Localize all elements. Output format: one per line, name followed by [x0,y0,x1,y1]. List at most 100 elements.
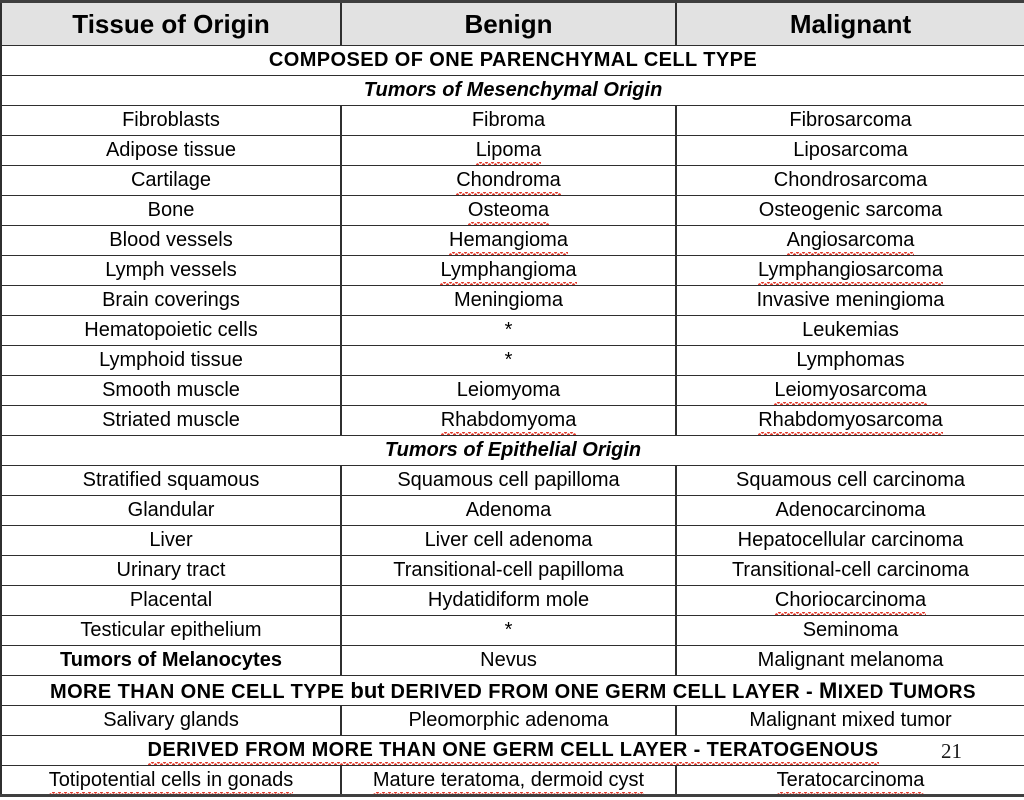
section-banner-mixed-tumors: MORE THAN ONE CELL TYPE but DERIVED FROM… [0,675,1024,706]
spellcheck-underline: Angiosarcoma [786,229,915,255]
table-row: Striated muscle Rhabdomyoma Rhabdomyosar… [0,405,1024,436]
cell-origin: Smooth muscle [0,375,342,406]
cell-malignant: Adenocarcinoma [675,495,1024,526]
cell-benign: Liver cell adenoma [340,525,677,556]
cell-malignant: Osteogenic sarcoma [675,195,1024,226]
cell-origin: Bone [0,195,342,226]
table-row: Blood vessels Hemangioma Angiosarcoma [0,225,1024,256]
slide-number: 21 [941,739,962,763]
section-banner-row-epithelial: Tumors of Epithelial Origin [0,435,1024,466]
cell-origin: Blood vessels [0,225,342,256]
banner-but-word: but [350,677,385,703]
cell-benign: Osteoma [340,195,677,226]
spellcheck-underline: Hemangioma [449,229,568,255]
cell-benign: * [340,315,677,346]
section-banner-epithelial: Tumors of Epithelial Origin [0,435,1024,466]
cell-origin: Fibroblasts [0,105,342,136]
banner-tumors-initial: T [889,677,904,703]
cell-origin: Glandular [0,495,342,526]
cell-malignant: Malignant melanoma [675,645,1024,676]
section-banner-parenchymal: COMPOSED OF ONE PARENCHYMAL CELL TYPE [0,45,1024,76]
table-row: Totipotential cells in gonads Mature ter… [0,765,1024,796]
cell-malignant: Lymphomas [675,345,1024,376]
cell-origin: Striated muscle [0,405,342,436]
section-banner-teratogenous: DERIVED FROM MORE THAN ONE GERM CELL LAY… [0,735,1024,766]
cell-malignant: Liposarcoma [675,135,1024,166]
section-banner-row-teratogenous: DERIVED FROM MORE THAN ONE GERM CELL LAY… [0,735,1024,766]
cell-malignant: Leukemias [675,315,1024,346]
cell-benign: Nevus [340,645,677,676]
cell-malignant: Teratocarcinoma [675,765,1024,796]
spellcheck-underline: Totipotential cells in gonads [48,768,294,795]
banner-part-1: MORE THAN ONE CELL TYPE [50,680,351,703]
cell-benign: Pleomorphic adenoma [340,705,677,736]
table-row: Urinary tract Transitional-cell papillom… [0,555,1024,586]
column-header-malignant: Malignant [675,1,1024,46]
cell-benign: Meningioma [340,285,677,316]
column-header-benign: Benign [340,1,677,46]
table-row: Testicular epithelium * Seminoma [0,615,1024,646]
column-header-tissue-of-origin: Tissue of Origin [0,1,342,46]
table-row: Lymphoid tissue * Lymphomas [0,345,1024,376]
cell-malignant: Choriocarcinoma [675,585,1024,616]
cell-origin: Brain coverings [0,285,342,316]
cell-malignant: Invasive meningioma [675,285,1024,316]
cell-benign: Chondroma [340,165,677,196]
table-row: Smooth muscle Leiomyoma Leiomyosarcoma [0,375,1024,406]
cell-malignant: Seminoma [675,615,1024,646]
cell-origin: Adipose tissue [0,135,342,166]
table-row: Liver Liver cell adenoma Hepatocellular … [0,525,1024,556]
spellcheck-underline: Lymphangiosarcoma [758,259,943,285]
cell-benign: Lymphangioma [340,255,677,286]
cell-benign: Rhabdomyoma [340,405,677,436]
cell-origin: Totipotential cells in gonads [0,765,342,796]
spellcheck-underline: Lymphangioma [440,259,577,285]
cell-origin: Stratified squamous [0,465,342,496]
cell-origin: Tumors of Melanocytes [0,645,342,676]
cell-malignant: Chondrosarcoma [675,165,1024,196]
table-row: Adipose tissue Lipoma Liposarcoma [0,135,1024,166]
section-banner-mesenchymal: Tumors of Mesenchymal Origin [0,75,1024,106]
table-header-row: Tissue of Origin Benign Malignant [0,1,1024,46]
cell-origin: Cartilage [0,165,342,196]
banner-mixed-rest: IXED [837,681,890,703]
cell-malignant: Leiomyosarcoma [675,375,1024,406]
cell-malignant: Fibrosarcoma [675,105,1024,136]
cell-benign: Hemangioma [340,225,677,256]
spellcheck-underline: Lipoma [475,139,542,165]
spellcheck-underline: Choriocarcinoma [774,589,927,615]
table-row: Stratified squamous Squamous cell papill… [0,465,1024,496]
cell-benign: Fibroma [340,105,677,136]
cell-origin: Placental [0,585,342,616]
spellcheck-underline: Teratocarcinoma [776,768,925,795]
banner-mixed-initial: M [819,677,838,703]
section-banner-row-mixed-tumors: MORE THAN ONE CELL TYPE but DERIVED FROM… [0,675,1024,706]
table-row: Placental Hydatidiform mole Choriocarcin… [0,585,1024,616]
table-row: Lymph vessels Lymphangioma Lymphangiosar… [0,255,1024,286]
cell-benign: Hydatidiform mole [340,585,677,616]
table-row: Glandular Adenoma Adenocarcinoma [0,495,1024,526]
section-banner-row-parenchymal: COMPOSED OF ONE PARENCHYMAL CELL TYPE [0,45,1024,76]
table-row: Cartilage Chondroma Chondrosarcoma [0,165,1024,196]
cell-malignant: Hepatocellular carcinoma [675,525,1024,556]
spellcheck-underline: Rhabdomyoma [440,409,577,435]
cell-benign: Squamous cell papilloma [340,465,677,496]
cell-benign: Lipoma [340,135,677,166]
cell-origin: Hematopoietic cells [0,315,342,346]
banner-part-2: DERIVED FROM ONE GERM CELL LAYER - [384,680,820,703]
section-banner-row-mesenchymal: Tumors of Mesenchymal Origin [0,75,1024,106]
cell-malignant: Lymphangiosarcoma [675,255,1024,286]
cell-malignant: Angiosarcoma [675,225,1024,256]
cell-benign: Adenoma [340,495,677,526]
cell-malignant: Malignant mixed tumor [675,705,1024,736]
cell-benign: Mature teratoma, dermoid cyst [340,765,677,796]
table-row: Salivary glands Pleomorphic adenoma Mali… [0,705,1024,736]
cell-origin: Lymph vessels [0,255,342,286]
cell-malignant: Squamous cell carcinoma [675,465,1024,496]
cell-benign: * [340,615,677,646]
spellcheck-underline: Leiomyosarcoma [774,379,927,405]
table-row: Hematopoietic cells * Leukemias [0,315,1024,346]
cell-origin: Lymphoid tissue [0,345,342,376]
